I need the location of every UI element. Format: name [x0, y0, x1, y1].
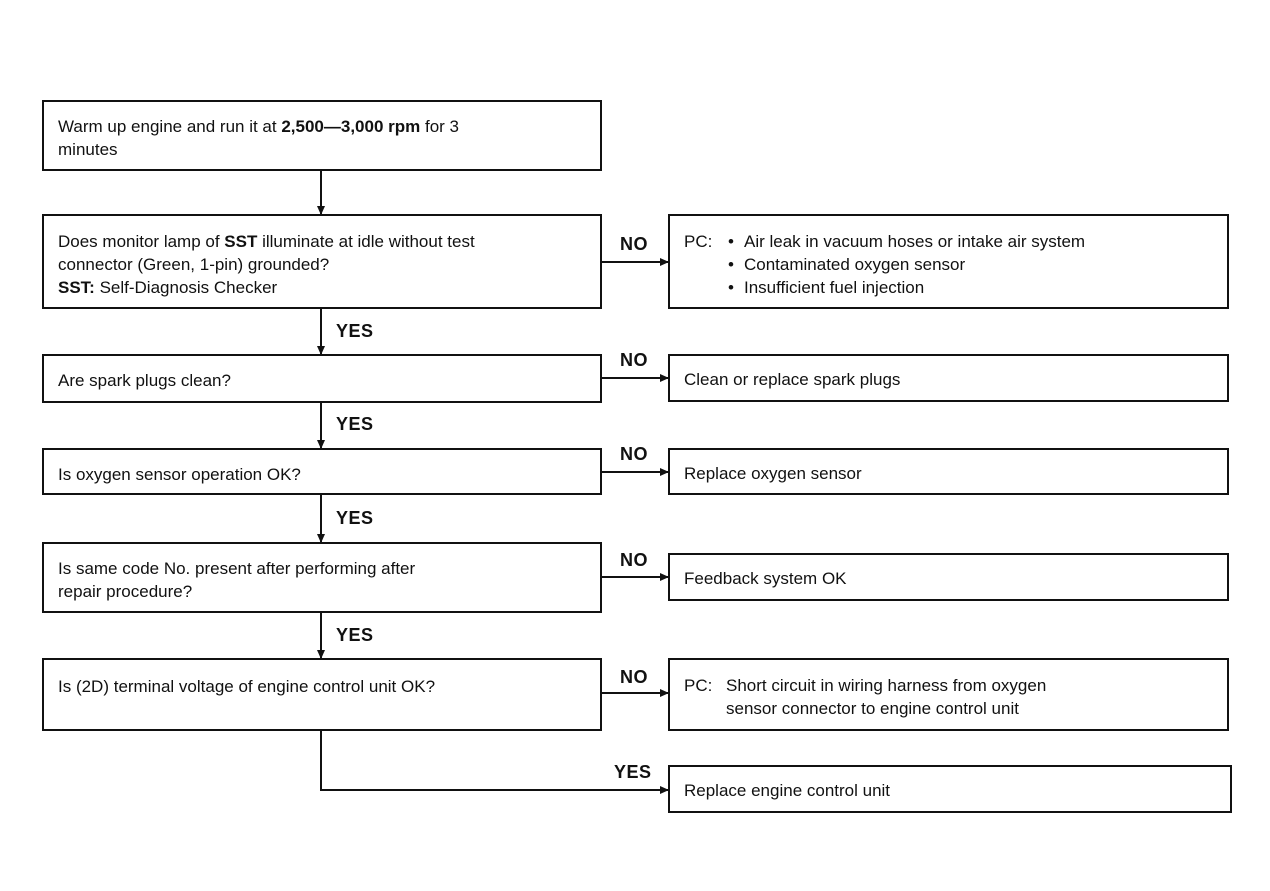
result-feedback-ok-text: Feedback system OK: [684, 569, 847, 588]
result-pc-short-prefix: PC:: [684, 676, 713, 695]
result-pc-prefix: PC:: [684, 232, 713, 251]
result-replace-oxygen-sensor: Replace oxygen sensor: [668, 448, 1229, 495]
step-monitor-lamp-sst-value: Self-Diagnosis Checker: [94, 278, 278, 297]
step-same-code-line1: Is same code No. present after performin…: [58, 559, 416, 578]
no-label: NO: [620, 350, 648, 370]
no-label: NO: [620, 550, 648, 570]
result-replace-oxygen-sensor-text: Replace oxygen sensor: [684, 464, 862, 483]
list-item: Insufficient fuel injection: [726, 276, 1085, 299]
step-monitor-lamp-line1: Does monitor lamp of: [58, 232, 225, 251]
yes-label: YES: [336, 321, 374, 341]
step-warm-up-text: Warm up engine and run it at: [58, 117, 282, 136]
step-monitor-lamp-line1-end: illuminate at idle without test: [257, 232, 475, 251]
step-same-code: Is same code No. present after performin…: [42, 542, 602, 613]
result-pc-short-circuit: PC: Short circuit in wiring harness from…: [668, 658, 1229, 731]
list-item: Air leak in vacuum hoses or intake air s…: [726, 230, 1085, 253]
yes-label: YES: [336, 508, 374, 528]
no-label: NO: [620, 444, 648, 464]
yes-label: YES: [336, 625, 374, 645]
list-item: Contaminated oxygen sensor: [726, 253, 1085, 276]
step-monitor-lamp-line2: connector (Green, 1-pin) grounded?: [58, 255, 330, 274]
result-replace-ecu: Replace engine control unit: [668, 765, 1232, 813]
step-monitor-lamp-sst-label: SST:: [58, 278, 95, 297]
yes-label: YES: [614, 762, 652, 782]
step-spark-plugs: Are spark plugs clean?: [42, 354, 602, 403]
step-warm-up-text-end: for 3: [420, 117, 459, 136]
no-label: NO: [620, 234, 648, 254]
result-pc-short-text: Short circuit in wiring harness from oxy…: [726, 674, 1046, 720]
result-pc-short-line2: sensor connector to engine control unit: [726, 699, 1019, 718]
step-warm-up-line2: minutes: [58, 140, 118, 159]
step-terminal-voltage: Is (2D) terminal voltage of engine contr…: [42, 658, 602, 731]
result-feedback-ok: Feedback system OK: [668, 553, 1229, 601]
result-replace-ecu-text: Replace engine control unit: [684, 781, 891, 800]
step-oxygen-sensor-text: Is oxygen sensor operation OK?: [58, 465, 301, 484]
step-monitor-lamp-sst: SST: [224, 232, 258, 251]
step-terminal-voltage-text: Is (2D) terminal voltage of engine contr…: [58, 677, 436, 696]
step-monitor-lamp: Does monitor lamp of SST illuminate at i…: [42, 214, 602, 309]
step-same-code-line2: repair procedure?: [58, 582, 193, 601]
step-warm-up: Warm up engine and run it at 2,500—3,000…: [42, 100, 602, 171]
result-clean-plugs-text: Clean or replace spark plugs: [684, 370, 901, 389]
result-pc-air-leak: PC: Air leak in vacuum hoses or intake a…: [668, 214, 1229, 309]
step-oxygen-sensor: Is oxygen sensor operation OK?: [42, 448, 602, 495]
step-spark-plugs-text: Are spark plugs clean?: [58, 371, 231, 390]
step-warm-up-rpm: 2,500—3,000 rpm: [281, 117, 421, 136]
no-label: NO: [620, 667, 648, 687]
result-pc-short-line1: Short circuit in wiring harness from oxy…: [726, 676, 1047, 695]
yes-label: YES: [336, 414, 374, 434]
yes-arrow-6: [320, 730, 669, 794]
result-clean-plugs: Clean or replace spark plugs: [668, 354, 1229, 402]
result-pc-list: Air leak in vacuum hoses or intake air s…: [726, 230, 1085, 299]
